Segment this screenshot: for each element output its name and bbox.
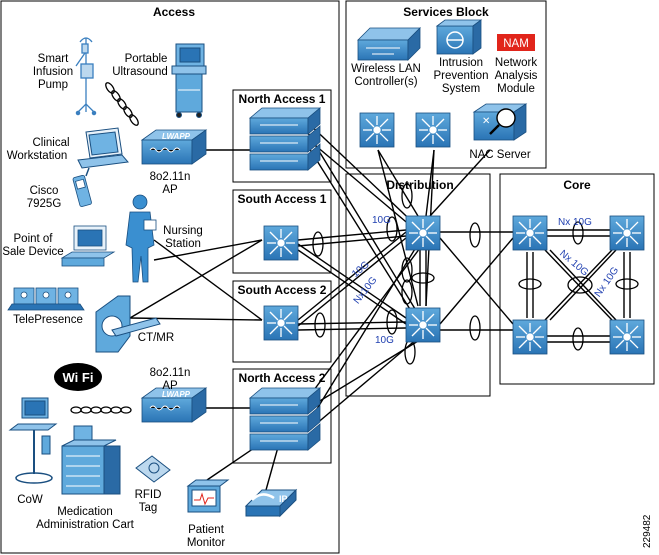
cart-label-2: Administration Cart — [36, 519, 135, 531]
south-access-1-switch-icon — [263, 225, 299, 261]
ap1-label-1: 8o2.11n — [150, 171, 191, 183]
nac-server-label: NAC Server — [469, 149, 531, 161]
svg-text:LWAPP: LWAPP — [162, 132, 191, 141]
ctmr-label: CT/MR — [138, 332, 174, 344]
rfid-label-1: RFID — [135, 489, 162, 501]
nursing-label-1: Nursing — [163, 225, 203, 237]
south-access-2-frame — [232, 280, 332, 363]
rfid-tag-icon — [135, 455, 171, 483]
access-block — [0, 0, 340, 554]
south-access-2-title: South Access 2 — [238, 283, 327, 297]
rfid-label-2: Tag — [139, 502, 158, 514]
medication-cart-icon — [61, 425, 121, 495]
monitor-label-1: Patient — [188, 524, 225, 536]
ct-scanner-icon — [95, 295, 161, 353]
pos-label-1: Point of — [14, 233, 54, 245]
cow-label: CoW — [17, 494, 43, 506]
south-access-1-frame — [232, 189, 332, 274]
svg-text:Wi Fi: Wi Fi — [63, 370, 94, 385]
north-access-2-title: North Access 2 — [239, 371, 326, 385]
intrusion-prevention-icon — [435, 19, 483, 55]
clinical-label-1: Clinical — [32, 137, 69, 149]
network-links — [129, 119, 631, 491]
ap1-label-2: AP — [162, 184, 178, 196]
infusion-label-1: Smart — [38, 53, 69, 65]
access-title: Access — [153, 5, 195, 19]
patient-monitor-icon — [186, 479, 230, 513]
south-access-1-title: South Access 1 — [238, 192, 327, 206]
link-label-nx10g-b: Nx 10G — [558, 217, 592, 228]
services-title: Services Block — [403, 5, 489, 19]
core-switch-1-icon — [512, 215, 548, 251]
figure-id: 229482 — [642, 514, 653, 548]
distribution-switch-2-icon — [405, 307, 441, 343]
ips-label-2: Prevention — [434, 70, 489, 82]
core-switch-4-icon — [609, 319, 645, 355]
telepresence-label: TelePresence — [13, 314, 83, 326]
ip-phone-icon — [244, 488, 298, 518]
ips-label-1: Intrusion — [439, 57, 483, 69]
computer-on-wheels-icon — [8, 397, 58, 484]
nurse-icon — [125, 194, 157, 283]
core-title: Core — [563, 178, 591, 192]
infusion-pump-icon — [75, 37, 97, 116]
laptop-icon — [77, 127, 129, 169]
north-access-1-switch-icon — [248, 107, 322, 171]
core-switch-3-icon — [512, 319, 548, 355]
north-access-1-frame — [232, 89, 332, 183]
cart-label-1: Medication — [57, 506, 113, 518]
infusion-label-2: Infusion — [33, 66, 73, 78]
telepresence-icon — [7, 287, 85, 311]
ultrasound-label-2: Ultrasound — [112, 66, 168, 78]
ultrasound-label-1: Portable — [125, 53, 168, 65]
core-block — [499, 173, 655, 385]
nam-label-3: Module — [497, 83, 535, 95]
svg-text:✕: ✕ — [482, 116, 490, 127]
nursing-label-2: Station — [165, 238, 201, 250]
monitor-label-2: Monitor — [187, 537, 226, 549]
ap2-label-2: AP — [162, 380, 178, 392]
nam-label-1: Network — [495, 57, 537, 69]
nac-server-icon: ✕ — [472, 103, 528, 141]
access-point-2-icon: LWAPP — [140, 387, 208, 423]
ultrasound-icon — [171, 43, 207, 118]
svg-text:LWAPP: LWAPP — [162, 390, 191, 399]
core-switch-2-icon — [609, 215, 645, 251]
ap2-label-1: 8o2.11n — [150, 367, 191, 379]
pos-label-2: Sale Device — [2, 246, 63, 258]
cisco-label-1: Cisco — [30, 185, 59, 197]
link-label-10g-c: 10G — [375, 335, 394, 346]
north-access-2-switch-icon — [248, 387, 322, 451]
distribution-block — [345, 173, 491, 397]
point-of-sale-icon — [60, 225, 116, 267]
ip-phone-text: IP — [279, 494, 288, 504]
wireless-phone-icon — [72, 167, 92, 207]
wireless-lan-controller-icon — [357, 27, 421, 61]
wlc-label-2: Controller(s) — [354, 76, 417, 88]
cisco-label-2: 7925G — [27, 198, 62, 210]
services-block — [345, 0, 547, 169]
south-access-2-switch-icon — [263, 305, 299, 341]
wlc-label-1: Wireless LAN — [351, 63, 421, 75]
ips-label-3: System — [442, 83, 480, 95]
north-access-1-title: North Access 1 — [239, 92, 326, 106]
etherchannel-markers — [312, 183, 639, 365]
distribution-switch-1-icon — [405, 215, 441, 251]
wireless-link-icon-upper — [105, 82, 139, 126]
link-label-10g-a: 10G — [372, 215, 391, 226]
wireless-link-icon-lower — [70, 406, 132, 414]
infusion-label-3: Pump — [38, 79, 68, 91]
access-point-1-icon: LWAPP — [140, 129, 208, 165]
wifi-logo: Wi Fi — [54, 363, 102, 391]
services-switch-2-icon — [415, 112, 451, 148]
nam-badge — [497, 34, 535, 51]
nam-label-2: Analysis — [495, 70, 538, 82]
nam-badge-text: NAM — [503, 38, 529, 50]
clinical-label-2: Workstation — [7, 150, 68, 162]
services-switch-1-icon — [359, 112, 395, 148]
north-access-2-frame — [232, 368, 332, 464]
